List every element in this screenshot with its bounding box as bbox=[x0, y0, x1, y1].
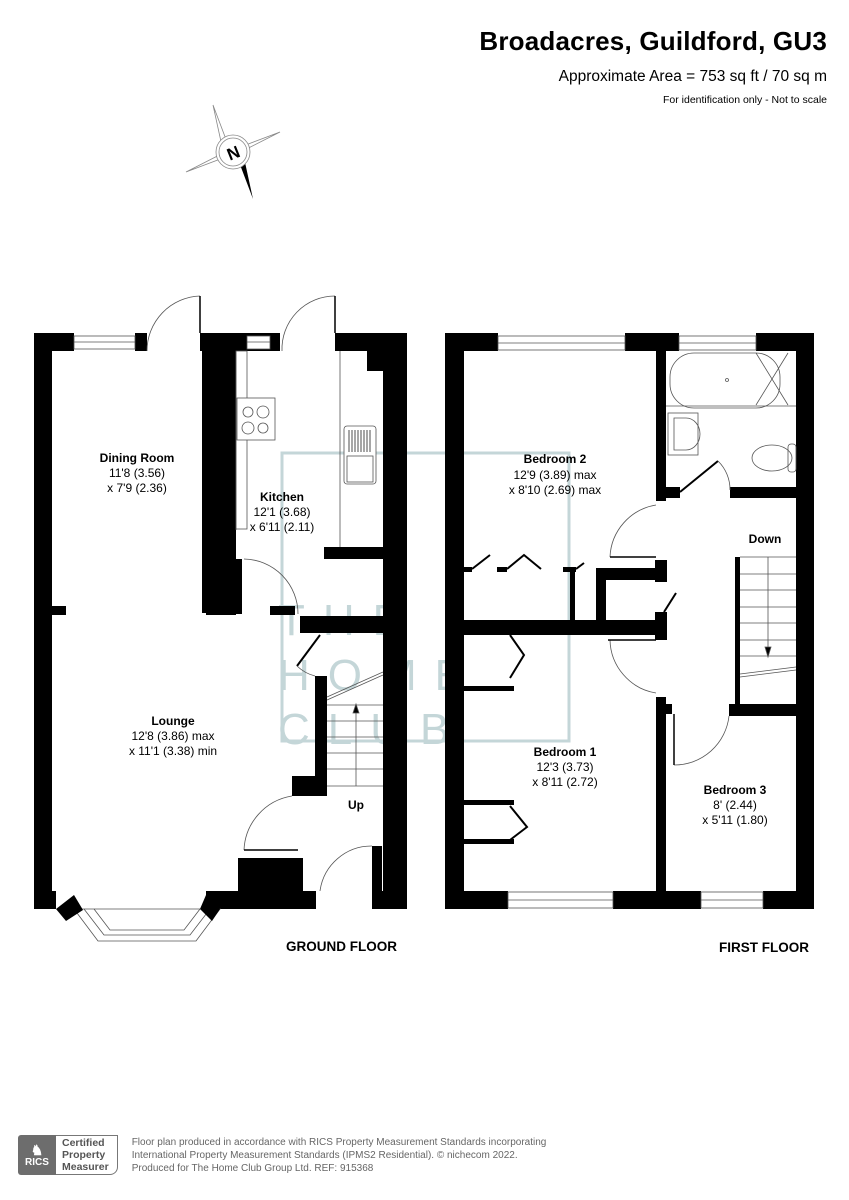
footer-line-2: International Property Measurement Stand… bbox=[131, 1149, 518, 1161]
room-dim1-lounge: 12'8 (3.86) max bbox=[132, 729, 215, 743]
room-dim1-bedroom-3: 8' (2.44) bbox=[713, 798, 757, 812]
footer-line-1: Floor plan produced in accordance with R… bbox=[131, 1136, 547, 1148]
ground-floor-label: GROUND FLOOR bbox=[286, 939, 397, 954]
ground-floor-linework bbox=[56, 295, 384, 942]
room-name-bedroom-3: Bedroom 3 bbox=[704, 783, 767, 797]
stairs-up-label: Up bbox=[348, 798, 364, 812]
room-dim1-bedroom-2: 12'9 (3.89) max bbox=[514, 468, 597, 482]
room-dim1-kitchen: 12'1 (3.68) bbox=[254, 505, 311, 519]
footer: ♞ RICS Certified Property Measurer Floor… bbox=[18, 1134, 546, 1176]
property-title: Broadacres, Guildford, GU3 bbox=[479, 26, 827, 56]
certified-line-3: Measurer bbox=[62, 1161, 109, 1173]
first-floor-labels: Bedroom 2 12'9 (3.89) max x 8'10 (2.69) … bbox=[509, 452, 809, 955]
rics-label: RICS bbox=[25, 1156, 49, 1168]
first-floor-plan bbox=[445, 333, 814, 909]
watermark-line-3: CLUB bbox=[278, 705, 467, 754]
room-name-lounge: Lounge bbox=[151, 714, 195, 728]
room-dim2-bedroom-3: x 5'11 (1.80) bbox=[702, 813, 767, 827]
room-name-bedroom-1: Bedroom 1 bbox=[534, 745, 597, 759]
room-dim1-bedroom-1: 12'3 (3.73) bbox=[537, 760, 594, 774]
footer-line-3: Produced for The Home Club Group Ltd. RE… bbox=[131, 1162, 374, 1174]
rics-lion-icon: ♞ bbox=[30, 1141, 44, 1158]
ground-floor-labels: Dining Room 11'8 (3.56) x 7'9 (2.36) Kit… bbox=[100, 451, 398, 954]
approximate-area: Approximate Area = 753 sq ft / 70 sq m bbox=[558, 68, 827, 85]
watermark-line-2: HOME bbox=[278, 651, 482, 700]
certified-line-2: Property bbox=[62, 1149, 106, 1161]
room-name-bedroom-2: Bedroom 2 bbox=[524, 452, 587, 466]
rics-logo: ♞ RICS bbox=[18, 1135, 56, 1175]
room-name-dining-room: Dining Room bbox=[100, 451, 175, 465]
room-dim1-dining-room: 11'8 (3.56) bbox=[109, 466, 165, 480]
room-name-kitchen: Kitchen bbox=[260, 490, 304, 504]
ground-floor-plan bbox=[34, 333, 407, 909]
certified-line-1: Certified bbox=[62, 1137, 105, 1149]
first-floor-label: FIRST FLOOR bbox=[719, 940, 809, 955]
footer-disclaimer: Floor plan produced in accordance with R… bbox=[132, 1136, 547, 1175]
north-compass-icon: N bbox=[185, 104, 281, 199]
stairs-down-label: Down bbox=[749, 532, 782, 546]
room-dim2-bedroom-2: x 8'10 (2.69) max bbox=[509, 483, 601, 497]
room-dim2-lounge: x 11'1 (3.38) min bbox=[129, 744, 217, 758]
room-dim2-kitchen: x 6'11 (2.11) bbox=[250, 520, 315, 534]
first-floor-linework bbox=[471, 335, 797, 909]
scale-disclaimer: For identification only - Not to scale bbox=[663, 94, 827, 106]
certified-property-measurer-badge: Certified Property Measurer bbox=[56, 1135, 118, 1175]
room-dim2-bedroom-1: x 8'11 (2.72) bbox=[532, 775, 597, 789]
room-dim2-dining-room: x 7'9 (2.36) bbox=[107, 481, 167, 495]
